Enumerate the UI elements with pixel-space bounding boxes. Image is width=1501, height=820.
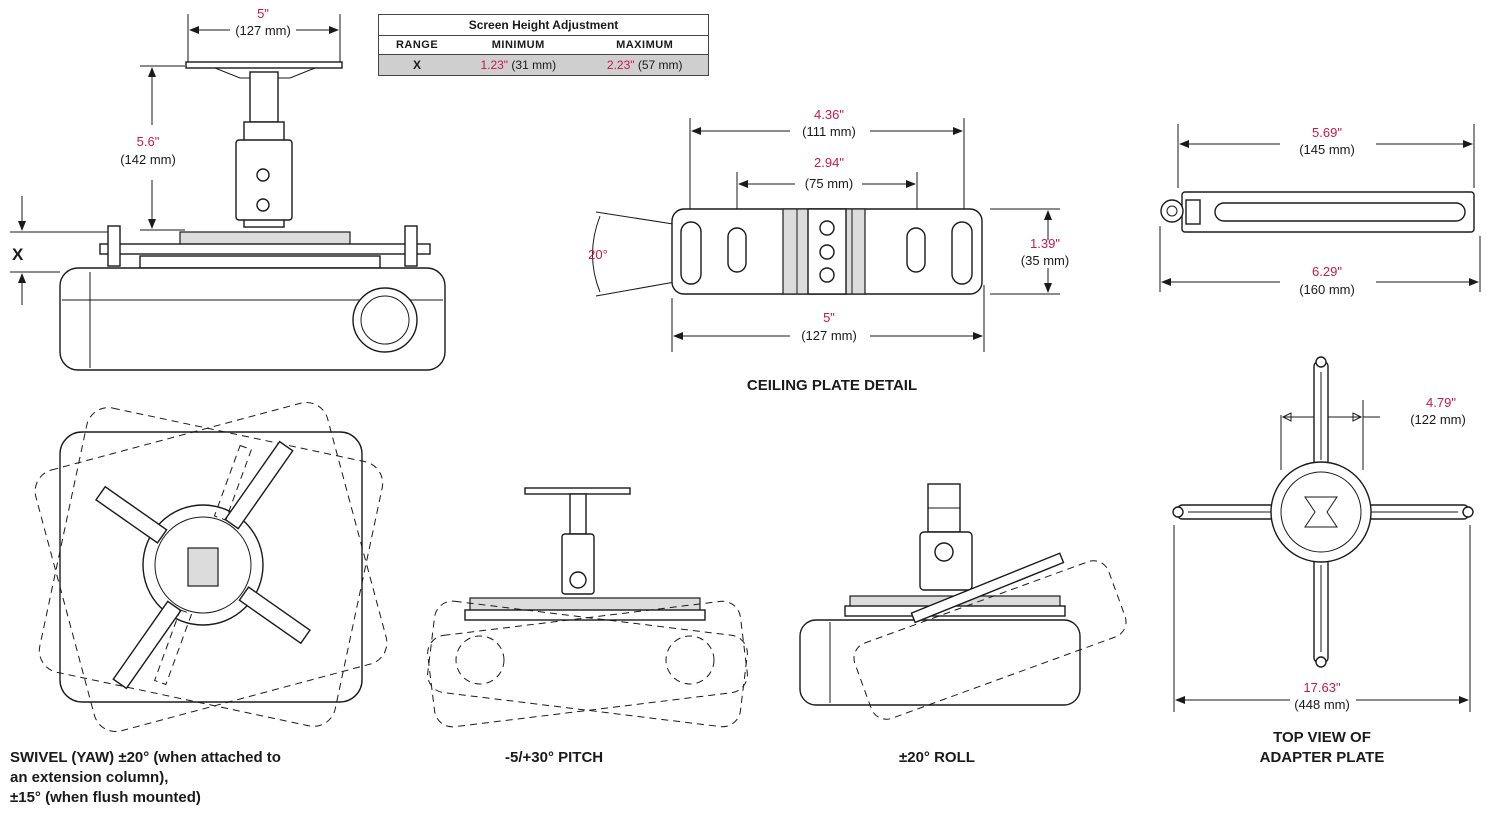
dim-plate-inner-in: 2.94" [814,155,844,170]
dim-height-in: 5.6" [137,134,160,149]
dim-top-width-in: 5" [257,6,269,21]
adapter-top-view: 4.79" (122 mm) 17.63" (448 mm) [1172,356,1474,712]
dim-plate-width-in: 5" [823,310,835,325]
dim-plate-outer-in: 4.36" [814,107,844,122]
caption-swivel-line1: SWIVEL (YAW) ±20° (when attached to [10,749,281,766]
dim-plate-outer-mm: (111 mm) [802,124,856,139]
table-header-range: RANGE [378,35,456,55]
table-cell-maximum: 2.23" (57 mm) [581,54,709,76]
dim-plate-height-mm: (35 mm) [1021,253,1069,268]
ceiling-plate-detail: 4.36" (111 mm) 2.94" (75 mm) 20° 1.39" (… [588,107,1069,394]
dim-plate-width-mm: (127 mm) [801,328,857,343]
arm-detail: 5.69" (145 mm) 6.29" (160 mm) [1159,124,1481,297]
dim-plate-inner-mm: (75 mm) [805,176,853,191]
dim-plate-angle: 20° [588,247,608,262]
roll-view [799,483,1127,720]
dim-arm-inner-in: 5.69" [1312,125,1342,140]
screen-height-adjustment-table: Screen Height Adjustment RANGE MINIMUM M… [378,14,709,76]
table-cell-range: X [378,54,456,76]
dim-arm-outer-in: 6.29" [1312,264,1342,279]
pitch-view [427,487,748,728]
caption-pitch: -5/+30° PITCH [505,749,604,766]
front-view: 5" (127 mm) 5.6" (142 mm) X [10,6,446,371]
table-cell-minimum: 1.23" (31 mm) [455,54,582,76]
dim-x-label: X [12,245,24,264]
caption-top-view: TOP VIEW OF ADAPTER PLATE [1232,728,1412,768]
dim-height-mm: (142 mm) [120,152,176,167]
table-title: Screen Height Adjustment [378,14,709,36]
dim-arm-outer-mm: (160 mm) [1299,282,1355,297]
dim-arm-inner-mm: (145 mm) [1299,142,1355,157]
caption-ceiling-plate: CEILING PLATE DETAIL [747,377,917,394]
table-row: X 1.23" (31 mm) 2.23" (57 mm) [378,54,709,76]
table-header-maximum: MAXIMUM [581,35,709,55]
caption-top-view-line2: ADAPTER PLATE [1259,749,1385,766]
caption-swivel-line3: ±15° (when flush mounted) [10,789,201,806]
table-header-minimum: MINIMUM [455,35,582,55]
dim-top-width-mm: (127 mm) [235,23,291,38]
dim-adapter-total-in: 17.63" [1303,680,1341,695]
caption-swivel-line2: an extension column), [10,769,169,786]
dim-adapter-total-mm: (448 mm) [1294,697,1350,712]
dim-plate-height-in: 1.39" [1030,236,1060,251]
caption-top-view-line1: TOP VIEW OF [1273,729,1371,746]
caption-roll: ±20° ROLL [899,749,975,766]
dim-adapter-span-mm: (122 mm) [1410,412,1466,427]
caption-swivel: SWIVEL (YAW) ±20° (when attached to an e… [10,748,400,808]
dim-adapter-span-in: 4.79" [1426,395,1456,410]
swivel-view [34,401,388,733]
